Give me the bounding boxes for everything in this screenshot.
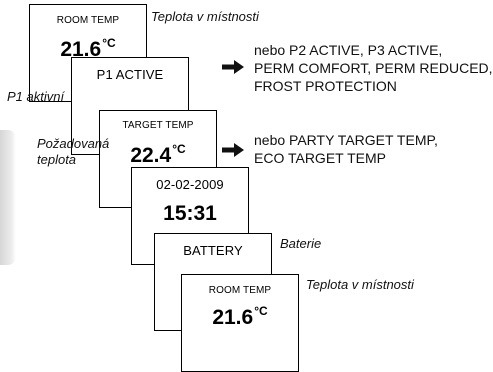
caption-p1-active: P1 aktivní xyxy=(7,89,65,104)
panel-time: 15:31 xyxy=(163,202,217,225)
background-shadow xyxy=(0,130,16,265)
right-arrow-icon xyxy=(222,60,244,74)
note-modes-3: FROST PROTECTION xyxy=(254,78,397,94)
panel-label: ROOM TEMP xyxy=(208,285,272,296)
panel-label: ROOM TEMP xyxy=(56,15,120,26)
caption-target-temp-1: Požadovaná xyxy=(37,136,110,151)
caption-target-temp-2: teplota xyxy=(37,152,77,167)
panel-label: P1 ACTIVE xyxy=(96,67,164,82)
note-targets-1: nebo PARTY TARGET TEMP, xyxy=(254,132,438,148)
panel-date: 02-02-2009 xyxy=(156,177,224,192)
panel-value: 21.6°C xyxy=(60,36,116,61)
panel-label: TARGET TEMP xyxy=(122,120,194,131)
panel-label: BATTERY xyxy=(183,243,243,258)
caption-room-temp-2: Teplota v místnosti xyxy=(306,277,414,292)
right-arrow-icon xyxy=(222,143,244,157)
caption-battery: Baterie xyxy=(280,236,322,251)
note-targets-2: ECO TARGET TEMP xyxy=(254,150,386,166)
note-modes-2: PERM COMFORT, PERM REDUCED, xyxy=(254,60,493,76)
panel-value: 22.4°C xyxy=(130,142,186,167)
display-panel-room-temp-2: ROOM TEMP 21.6°C xyxy=(181,274,299,372)
panel-value: 21.6°C xyxy=(212,304,268,329)
note-modes-1: nebo P2 ACTIVE, P3 ACTIVE, xyxy=(254,42,443,58)
caption-room-temp: Teplota v místnosti xyxy=(151,9,259,24)
